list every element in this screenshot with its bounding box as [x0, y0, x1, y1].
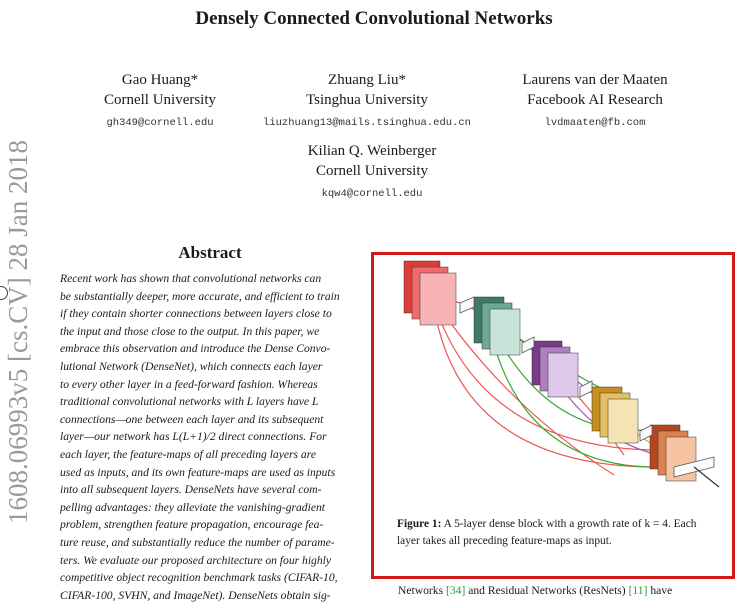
- body-text-segment: Networks: [398, 584, 446, 597]
- abstract-heading: Abstract: [178, 243, 242, 262]
- citation-link[interactable]: [34]: [445, 584, 466, 597]
- layer-block-1: [403, 260, 457, 326]
- abstract-line: each layer, the feature-maps of all prec…: [60, 447, 316, 461]
- abstract-line: the input and those close to the output.…: [60, 324, 320, 338]
- paper-title: Densely Connected Convolutional Networks: [195, 8, 553, 29]
- author-affiliation: Cornell University: [315, 163, 429, 179]
- abstract-line: Recent work has shown that convolutional…: [60, 272, 322, 285]
- abstract-line: traditional convolutional networks with …: [60, 395, 319, 409]
- author-name: Zhuang Liu*: [328, 72, 406, 88]
- author-email: lvdmaaten@fb.com: [544, 117, 646, 129]
- figure-caption: Figure 1: A 5-layer dense block with a g…: [397, 516, 717, 550]
- author-block-3: Laurens van der Maaten Facebook AI Resea…: [480, 70, 710, 132]
- abstract-line: ters. We evaluate our proposed architect…: [60, 553, 332, 567]
- author-block-4: Kilian Q. Weinberger Cornell University …: [272, 141, 472, 203]
- abstract-line: embrace this observation and introduce t…: [60, 342, 331, 356]
- dense-block-diagram: [403, 260, 720, 488]
- author-affiliation: Cornell University: [103, 92, 217, 108]
- body-text-segment: have: [647, 584, 673, 597]
- abstract-line: pelling advantages: they alleviate the v…: [60, 500, 325, 514]
- abstract-line: lutional Network (DenseNet), which conne…: [60, 359, 323, 373]
- abstract-line: be substantially deeper, more accurate, …: [60, 289, 340, 303]
- abstract-line: competitive object recognition benchmark…: [60, 571, 338, 585]
- abstract-line: problem, strengthen feature propagation,…: [60, 518, 324, 532]
- author-email: gh349@cornell.edu: [106, 117, 214, 129]
- author-email: kqw4@cornell.edu: [321, 188, 423, 200]
- abstract-line: connections—one between each layer and i…: [60, 412, 324, 426]
- abstract-line: into all subsequent layers. DenseNets ha…: [60, 483, 322, 497]
- abstract-line: used as inputs, and its own feature-maps…: [60, 465, 336, 479]
- abstract-line: if they contain shorter connections betw…: [60, 307, 332, 321]
- abstract-line: layer—our network has L(L+1)/2 direct co…: [60, 430, 327, 444]
- arxiv-identifier: 1608.06993v5 [cs.CV] 28 Jan 2018: [3, 140, 33, 524]
- author-name: Gao Huang*: [121, 72, 199, 88]
- abstract-line: ture reuse, and substantially reduce the…: [60, 535, 335, 549]
- caption-label: Figure 1:: [397, 518, 442, 530]
- author-affiliation: Tsinghua University: [306, 92, 428, 108]
- abstract-line: to every other layer in a feed-forward f…: [60, 377, 318, 391]
- abstract-line: CIFAR-100, SVHN, and ImageNet). DenseNet…: [60, 588, 331, 602]
- figure-highlight-box: [371, 252, 735, 579]
- author-block-1: Gao Huang* Cornell University gh349@corn…: [60, 70, 260, 132]
- author-name: Laurens van der Maaten: [522, 72, 668, 88]
- author-email: liuzhuang13@mails.tsinghua.edu.cn: [263, 117, 471, 129]
- body-text-line: Networks [34] and Residual Networks (Res…: [398, 584, 672, 597]
- body-text-segment: and Residual Networks (ResNets): [465, 584, 629, 597]
- author-block-2: Zhuang Liu* Tsinghua University liuzhuan…: [232, 70, 502, 132]
- abstract-body: Recent work has shown that convolutional…: [60, 270, 382, 604]
- caption-text: A 5-layer dense block with a growth rate…: [397, 518, 697, 547]
- author-name: Kilian Q. Weinberger: [307, 143, 437, 159]
- author-affiliation: Facebook AI Research: [527, 92, 663, 108]
- citation-link[interactable]: [11]: [628, 584, 648, 597]
